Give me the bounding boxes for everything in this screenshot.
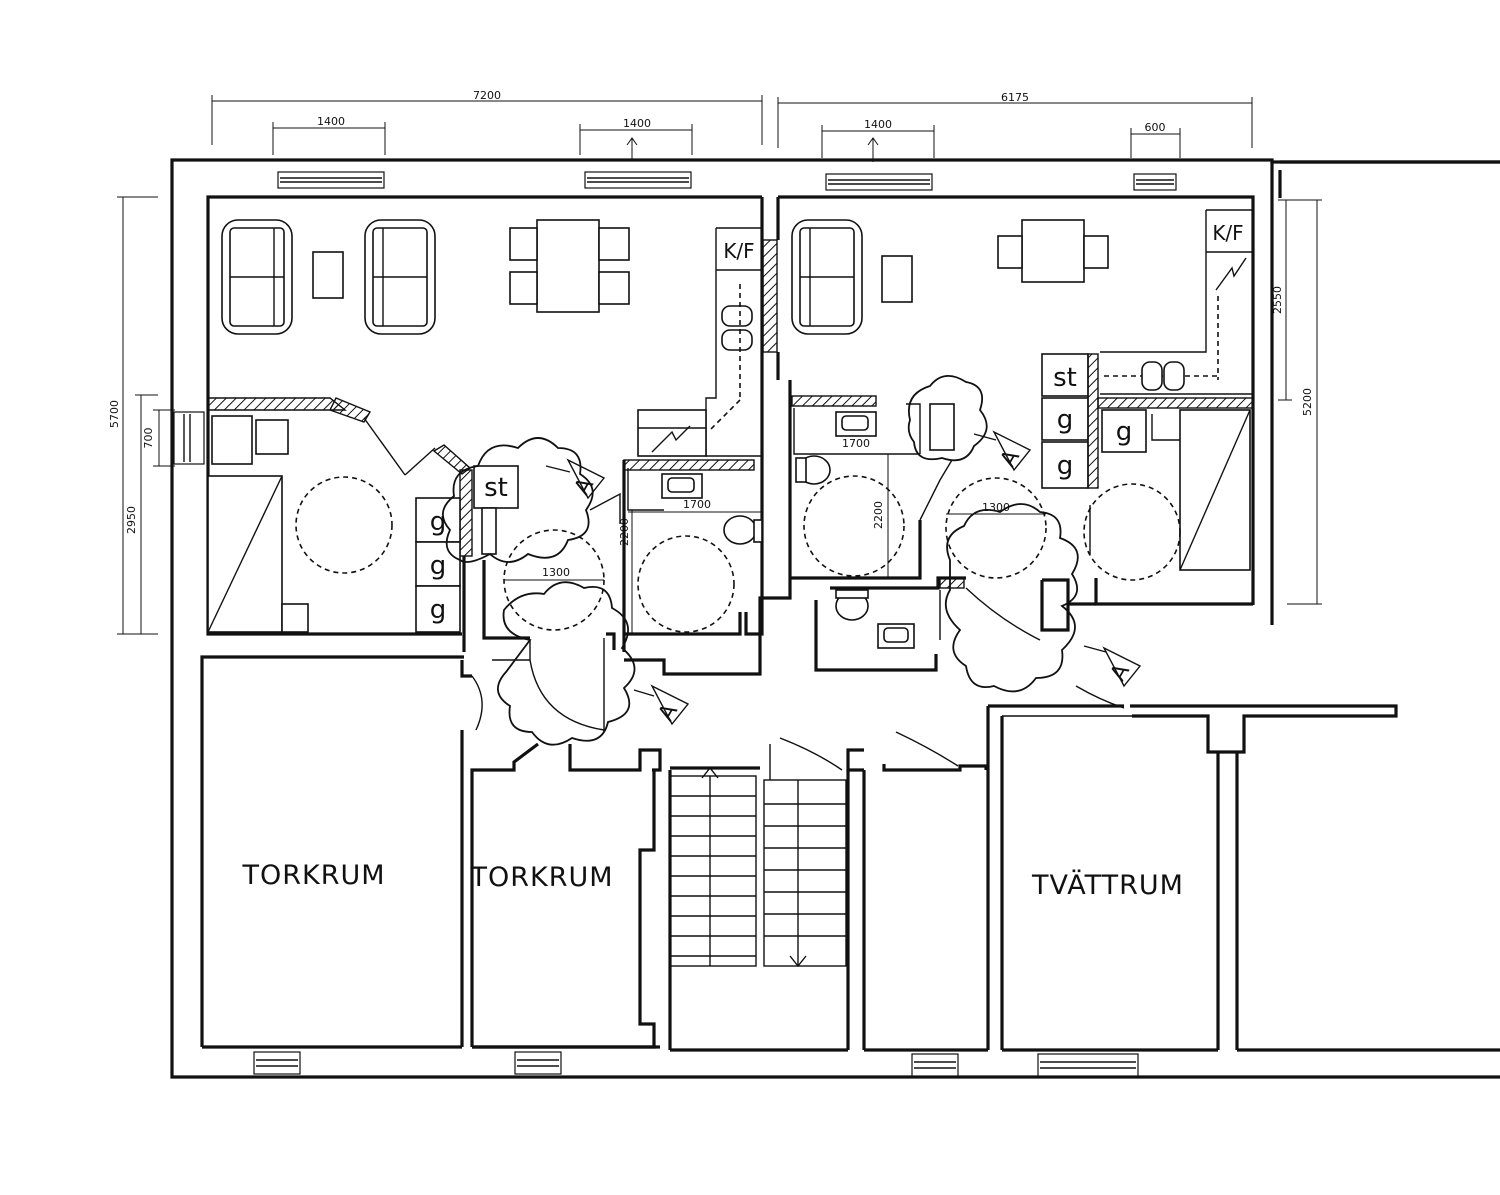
dim-turn-circle-1: 1300 [542,566,570,579]
dim-top-left-total: 7200 [473,89,501,102]
wardrobe-label-6: g [1116,417,1133,447]
wardrobe-label-2: g [430,551,447,581]
dim-left-total: 5700 [108,400,121,428]
dimension-lines: 7200 1400 1400 6175 1400 600 5700 [108,89,1322,635]
dim-bath-depth-2: 2200 [872,501,885,529]
dim-top-right-window-2: 600 [1145,121,1166,134]
dim-left-lower: 2950 [125,506,138,534]
dim-bath-width-1: 1700 [683,498,711,511]
stair-treads [670,766,846,968]
wardrobe-label-4: g [1057,405,1074,435]
dim-right-upper: 2550 [1271,286,1284,314]
dim-top-left-window-2: 1400 [623,117,651,130]
access-marker-2-label: A [654,700,683,726]
kf-left: K/F [723,239,754,263]
dim-left-window: 700 [142,428,155,449]
access-marker-4: A [1083,645,1142,688]
room-label-tvattrum: TVÄTTRUM [1031,869,1184,901]
dim-top-right-window-1: 1400 [864,118,892,131]
outer-walls [170,158,1500,1079]
left-apartment: g g g K/F [206,197,792,732]
access-marker-3-label: A [996,446,1025,472]
wardrobe-label-3: g [430,595,447,625]
right-apartment: K/F st g g g 1700 2200 [790,209,1254,709]
access-marker-4-label: A [1106,660,1135,686]
kf-right: K/F [1212,221,1243,245]
dim-bath-width-2: 1700 [842,437,870,450]
st-right: st [1053,363,1077,393]
windows [173,171,1177,1077]
lower-rooms [200,655,1398,1050]
room-label-torkrum-2: TORKRUM [469,862,613,893]
dim-top-right-total: 6175 [1001,91,1029,104]
room-label-torkrum-1: TORKRUM [241,860,385,891]
wardrobe-label-5: g [1057,451,1074,481]
access-marker-1: A [545,458,606,500]
dim-bath-depth-1: 2200 [618,518,631,546]
st-left: st [484,473,508,503]
dim-top-left-window-1: 1400 [317,115,345,128]
dim-right-total: 5200 [1301,388,1314,416]
access-marker-2: A [633,684,690,726]
